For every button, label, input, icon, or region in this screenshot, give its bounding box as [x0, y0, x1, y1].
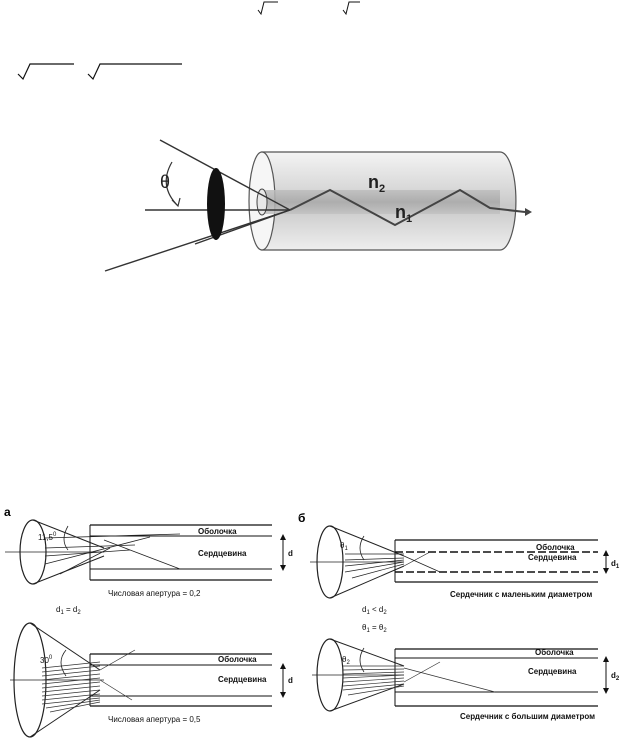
panel-b-top-core: Сердцевина [528, 553, 577, 562]
fiber-core [256, 188, 500, 216]
panel-a-top-shell: Оболочка [198, 527, 237, 536]
theta-label: θ [160, 172, 170, 192]
panel-a-top-angle: 11,50 [38, 532, 57, 542]
panel-b-relation-2: θ1 = θ2 [362, 623, 387, 634]
panel-a-top-caption: Числовая апертура = 0,2 [108, 589, 201, 598]
radical-sign-2 [342, 1, 360, 16]
zigzag-ray [289, 188, 526, 227]
radical-sign-3 [17, 63, 74, 81]
panel-b-bottom: θ2 Оболочка Сердцевина d2 Сердечник с бо… [312, 638, 620, 721]
panel-a-top: а 11,50 Оболочка Сердцевина d Числовая а… [4, 505, 293, 616]
panel-a-bottom-shell: Оболочка [218, 655, 257, 664]
lens-disk [207, 168, 225, 240]
panel-a-relation: d1 = d2 [56, 605, 81, 616]
panel-a-bottom-core: Сердцевина [218, 675, 267, 684]
formula-fragments [17, 1, 360, 81]
n1-label: n1 [395, 202, 412, 225]
panel-a-bottom-angle: 300 [40, 655, 53, 665]
panel-b-relation-1: d1 < d2 [362, 605, 387, 616]
panel-a-bottom: 300 Оболочка Сердцевина d Числовая аперт… [10, 622, 293, 738]
ray-arrowhead [525, 208, 532, 216]
panel-a-bottom-dim: d [288, 676, 293, 685]
panel-b-top: б θ1 Оболочка Сердцевина d1 Сердечник с … [298, 511, 620, 634]
panel-b-bottom-caption: Сердечник с большим диаметром [460, 712, 595, 721]
panel-a-top-dim: d [288, 549, 293, 558]
optical-fiber-diagram: θ n2 n1 [104, 139, 532, 272]
angle-arc [165, 161, 181, 208]
aperture-comparison-diagrams: а 11,50 Оболочка Сердцевина d Числовая а… [4, 505, 620, 738]
panel-a-bottom-caption: Числовая апертура = 0,5 [108, 715, 201, 724]
radical-sign-4 [87, 63, 182, 81]
panel-b-top-angle: θ1 [340, 541, 348, 552]
panel-b-bottom-core: Сердцевина [528, 667, 577, 676]
panel-b-letter: б [298, 511, 305, 525]
acceptance-cone [104, 139, 291, 272]
n2-label: n2 [368, 172, 385, 195]
panel-b-top-caption: Сердечник с маленьким диаметром [450, 590, 592, 599]
panel-b-top-dim: d1 [611, 559, 620, 570]
radical-sign-1 [257, 1, 278, 16]
panel-a-top-core: Сердцевина [198, 549, 247, 558]
panel-b-top-shell: Оболочка [536, 543, 575, 552]
panel-b-bottom-dim: d2 [611, 671, 620, 682]
panel-a-letter: а [4, 505, 11, 519]
panel-b-bottom-shell: Оболочка [535, 648, 574, 657]
panel-b-bottom-angle: θ2 [342, 655, 350, 666]
